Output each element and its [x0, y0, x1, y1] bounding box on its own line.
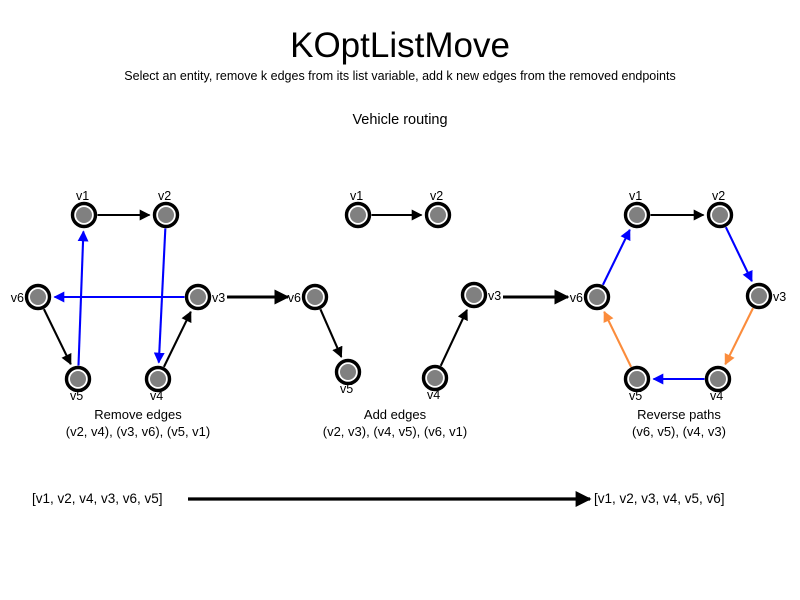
caption-detail-reverse: (v6, v5), (v4, v3) — [632, 424, 726, 439]
caption-detail-add: (v2, v3), (v4, v5), (v6, v1) — [323, 424, 467, 439]
edge-v6-to-v1 — [601, 228, 631, 286]
node-fill — [190, 289, 206, 305]
node-label-reverse-v2: v2 — [712, 189, 725, 203]
edge-v6-to-v5 — [42, 308, 72, 366]
node-ring — [424, 201, 452, 229]
captions-layer: Remove edges (v2, v4), (v3, v6), (v5, v1)… — [66, 407, 726, 439]
node-reverse-v5[interactable] — [623, 365, 651, 393]
node-add-v3[interactable] — [460, 281, 488, 309]
node-fill — [307, 289, 323, 305]
node-remove-v3[interactable] — [184, 283, 212, 311]
node-label-reverse-v3: v3 — [773, 290, 786, 304]
node-ring — [421, 364, 449, 392]
node-fill — [712, 207, 728, 223]
node-label-add-v2: v2 — [430, 189, 443, 203]
edge-v3-to-v4 — [724, 307, 754, 366]
caption-title-remove: Remove edges — [94, 407, 182, 422]
section-label: Vehicle routing — [352, 112, 448, 128]
node-remove-v4[interactable] — [144, 365, 172, 393]
node-fill — [76, 207, 92, 223]
node-fill — [70, 371, 86, 387]
node-reverse-v3[interactable] — [745, 282, 773, 310]
node-label-reverse-v4: v4 — [710, 389, 723, 403]
edge-v4-to-v3 — [162, 310, 192, 368]
node-label-remove-v1: v1 — [76, 189, 89, 203]
edge-v5-to-v6 — [603, 310, 633, 368]
caption-detail-remove: (v2, v4), (v3, v6), (v5, v1) — [66, 424, 210, 439]
node-add-v5[interactable] — [334, 358, 362, 386]
node-ring — [583, 283, 611, 311]
node-label-remove-v2: v2 — [158, 189, 171, 203]
node-ring — [24, 283, 52, 311]
node-add-v6[interactable] — [301, 283, 329, 311]
node-label-add-v1: v1 — [350, 189, 363, 203]
footer-layer: [v1, v2, v4, v3, v6, v5] [v1, v2, v3, v4,… — [32, 491, 725, 507]
list-before: [v1, v2, v4, v3, v6, v5] — [32, 491, 163, 506]
node-ring — [344, 201, 372, 229]
node-label-remove-v6: v6 — [11, 291, 24, 305]
node-ring — [184, 283, 212, 311]
node-fill — [430, 207, 446, 223]
caption-title-reverse: Reverse paths — [637, 407, 721, 422]
page-title: KOptListMove — [290, 26, 510, 65]
edge-v5-to-v1 — [77, 230, 89, 366]
node-label-add-v6: v6 — [288, 291, 301, 305]
node-label-reverse-v1: v1 — [629, 189, 642, 203]
caption-title-add: Add edges — [364, 407, 427, 422]
node-reverse-v1[interactable] — [623, 201, 651, 229]
node-fill — [427, 370, 443, 386]
node-ring — [70, 201, 98, 229]
node-reverse-v2[interactable] — [706, 201, 734, 229]
node-label-add-v5: v5 — [340, 382, 353, 396]
node-reverse-v6[interactable] — [583, 283, 611, 311]
node-fill — [158, 207, 174, 223]
node-remove-v2[interactable] — [152, 201, 180, 229]
page-subtitle: Select an entity, remove k edges from it… — [124, 69, 676, 83]
node-fill — [150, 371, 166, 387]
node-label-reverse-v5: v5 — [629, 389, 642, 403]
node-remove-v5[interactable] — [64, 365, 92, 393]
node-ring — [460, 281, 488, 309]
node-add-v1[interactable] — [344, 201, 372, 229]
node-label-add-v4: v4 — [427, 388, 440, 402]
node-add-v2[interactable] — [424, 201, 452, 229]
node-ring — [623, 365, 651, 393]
node-fill — [30, 289, 46, 305]
node-label-reverse-v6: v6 — [570, 291, 583, 305]
node-label-remove-v5: v5 — [70, 389, 83, 403]
node-fill — [751, 288, 767, 304]
edges-layer — [42, 209, 754, 385]
edge-v2-to-v4 — [153, 228, 167, 364]
node-remove-v6[interactable] — [24, 283, 52, 311]
node-fill — [466, 287, 482, 303]
node-label-remove-v3: v3 — [212, 291, 225, 305]
node-fill — [710, 371, 726, 387]
node-fill — [629, 207, 645, 223]
edge-v6-to-v5 — [319, 308, 343, 358]
node-ring — [745, 282, 773, 310]
node-label-add-v3: v3 — [488, 289, 501, 303]
edge-v2-to-v3 — [724, 226, 753, 283]
node-ring — [623, 201, 651, 229]
node-ring — [152, 201, 180, 229]
node-fill — [589, 289, 605, 305]
node-ring — [301, 283, 329, 311]
node-ring — [144, 365, 172, 393]
node-remove-v1[interactable] — [70, 201, 98, 229]
node-ring — [704, 365, 732, 393]
node-fill — [340, 364, 356, 380]
node-label-remove-v4: v4 — [150, 389, 163, 403]
node-ring — [706, 201, 734, 229]
node-reverse-v4[interactable] — [704, 365, 732, 393]
list-after: [v1, v2, v3, v4, v5, v6] — [594, 491, 725, 506]
node-add-v4[interactable] — [421, 364, 449, 392]
edge-v4-to-v3 — [439, 308, 468, 367]
node-fill — [350, 207, 366, 223]
node-ring — [64, 365, 92, 393]
node-fill — [629, 371, 645, 387]
nodes-layer: v1 v2 v3 v4 v5 v6 v1 v2 v3 v4 v5 v6 v1 v2 v3 v4 v5 v6 — [11, 189, 786, 403]
node-ring — [334, 358, 362, 386]
